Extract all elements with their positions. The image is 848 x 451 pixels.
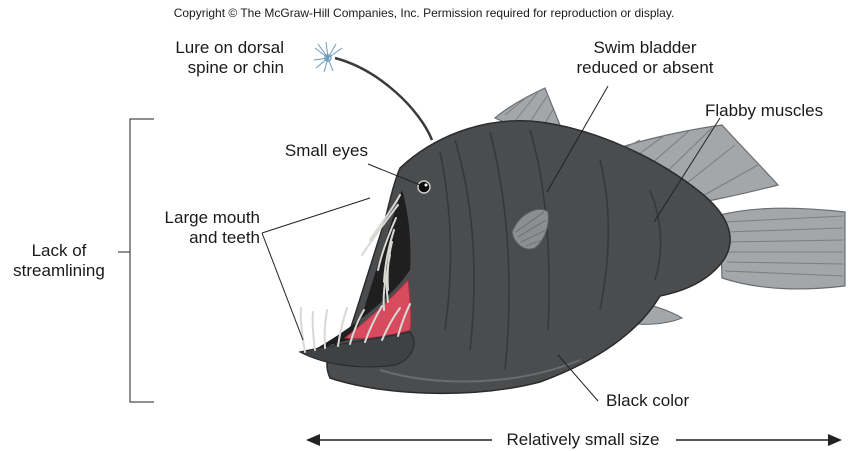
label-lure-line1: Lure on dorsal	[130, 38, 284, 58]
label-black-color: Black color	[606, 391, 689, 411]
label-lure-line2: spine or chin	[130, 58, 284, 78]
copyright-notice: Copyright © The McGraw-Hill Companies, I…	[0, 6, 848, 20]
label-flabby-muscles: Flabby muscles	[705, 101, 823, 121]
label-swim-bladder-line1: Swim bladder	[560, 38, 730, 58]
label-mouth: Large mouth and teeth	[120, 208, 260, 248]
label-lack-streamlining-line1: Lack of	[0, 241, 118, 261]
label-size: Relatively small size	[490, 430, 676, 450]
leader-mouth-upper	[262, 198, 370, 233]
tail-fin	[720, 208, 845, 289]
lure-bulb	[314, 42, 342, 72]
label-swim-bladder-line2: reduced or absent	[560, 58, 730, 78]
label-mouth-line2: and teeth	[120, 228, 260, 248]
label-lure: Lure on dorsal spine or chin	[130, 38, 284, 78]
fish-eye	[418, 181, 430, 193]
label-mouth-line1: Large mouth	[120, 208, 260, 228]
label-small-eyes: Small eyes	[230, 141, 368, 161]
label-swim-bladder: Swim bladder reduced or absent	[560, 38, 730, 78]
streamlining-bracket	[130, 119, 154, 402]
lure-stalk	[335, 58, 432, 140]
label-lack-streamlining-line2: streamlining	[0, 261, 118, 281]
leader-mouth-lower	[262, 233, 303, 340]
label-lack-streamlining: Lack of streamlining	[0, 241, 118, 281]
